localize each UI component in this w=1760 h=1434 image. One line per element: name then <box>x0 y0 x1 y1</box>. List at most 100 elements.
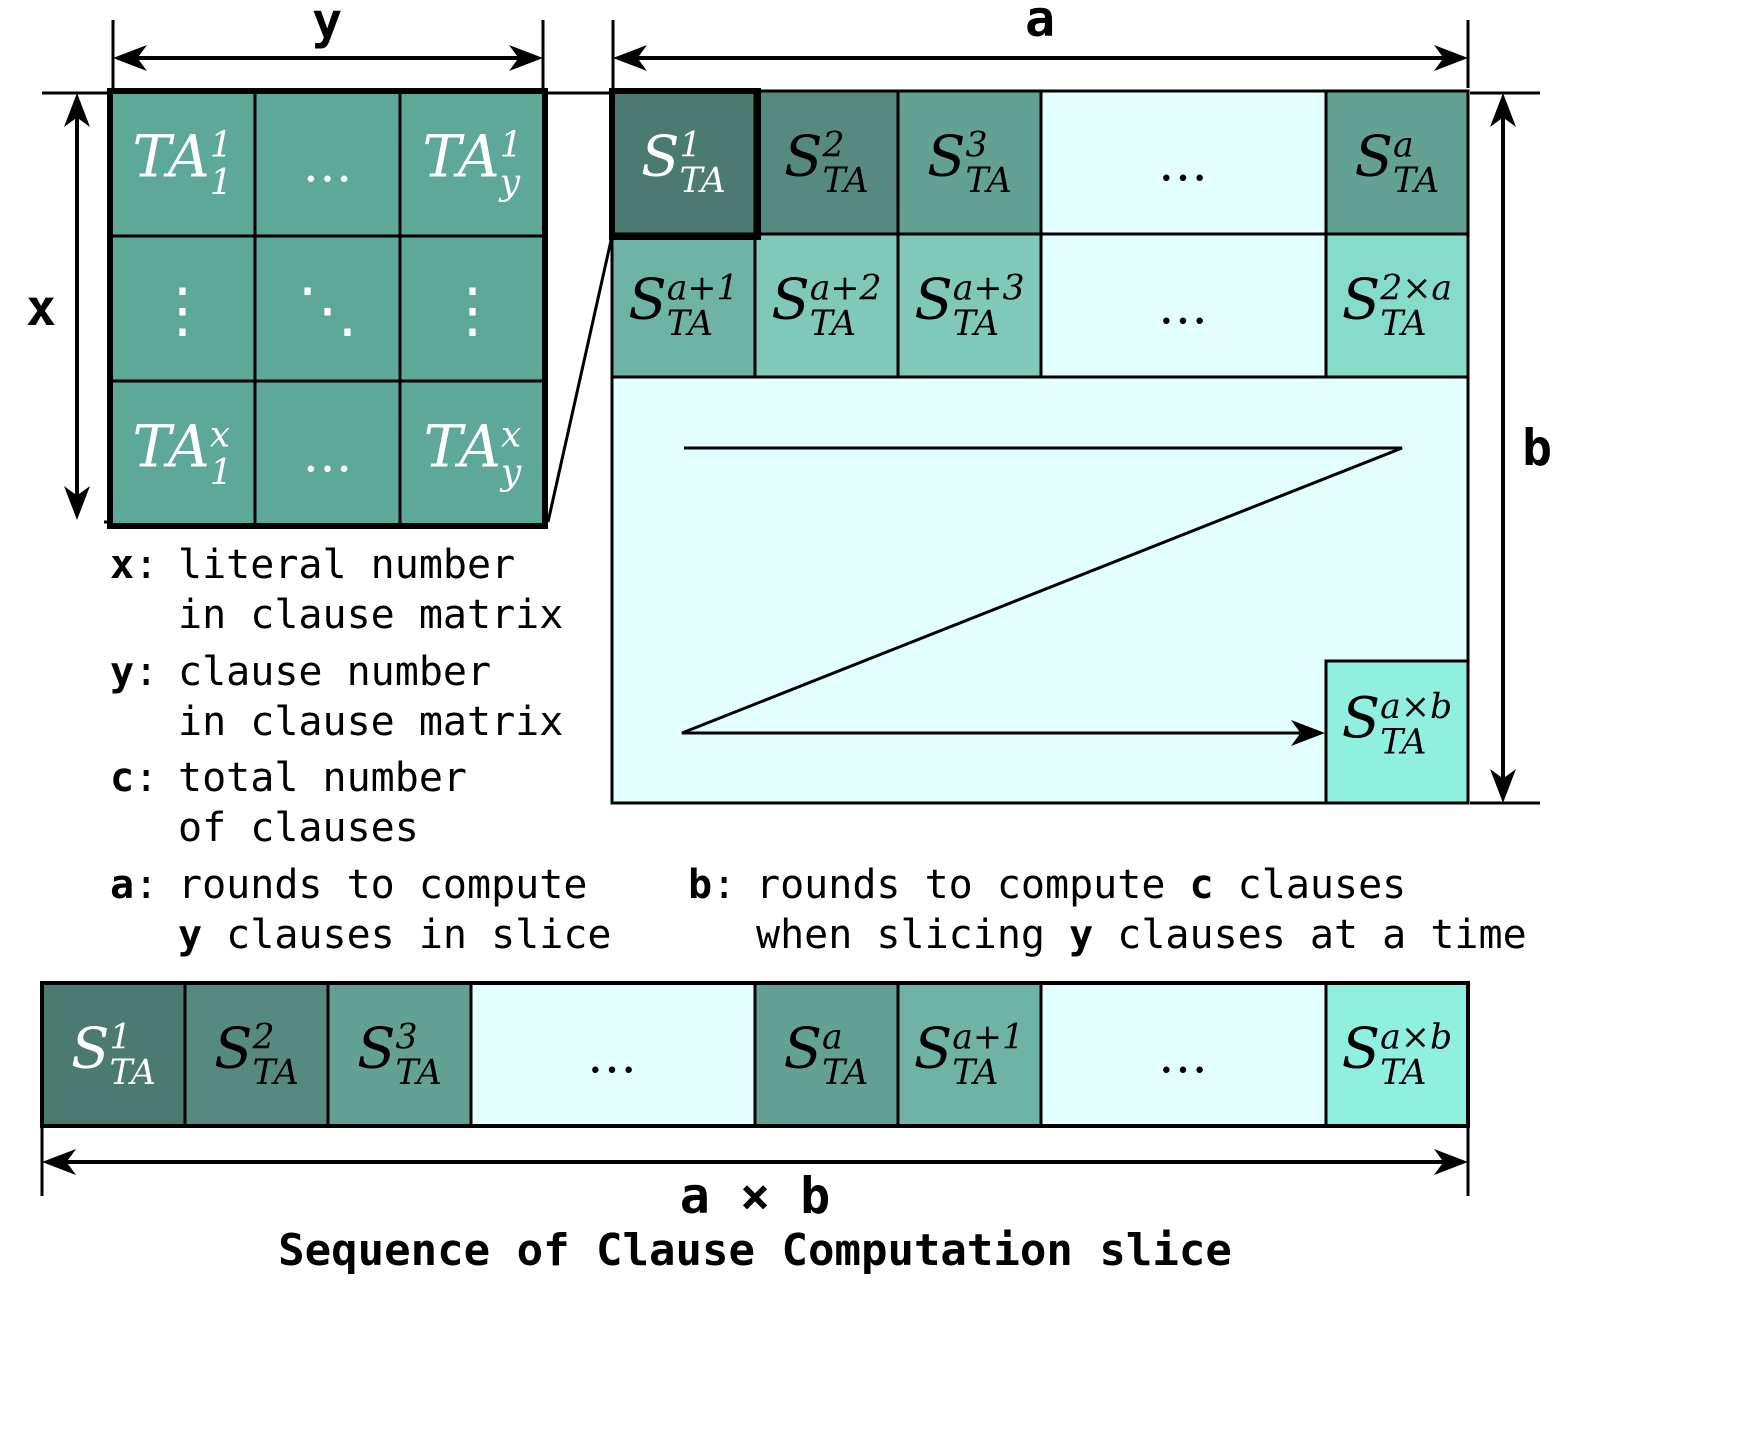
slice-cell-r1-dots <box>1039 89 1328 236</box>
slice-cell-r1-2 <box>896 89 1043 236</box>
seq-s-ab-sub: TA <box>1380 1053 1426 1093</box>
seq-s-a1-sub: TA <box>952 1053 998 1093</box>
legend-key-letter: y <box>110 649 134 695</box>
matrix-dots-diag: ⋱ <box>298 276 358 346</box>
ta-1-1-base: TA <box>132 122 209 190</box>
seq-s-ab-base: S <box>1342 1016 1380 1081</box>
matrix-dots-top: … <box>303 136 353 194</box>
ta-1-1-sup: 1 <box>210 125 233 166</box>
b-dimension-arrow-head-up <box>1490 93 1516 127</box>
legend-b-line-1-part-1: y <box>1069 912 1093 958</box>
seq-s-3-sup: 3 <box>396 1017 418 1057</box>
s-a3-sub: TA <box>953 304 999 344</box>
s-a-sub: TA <box>1393 161 1439 201</box>
s-a2-base: S <box>771 267 809 332</box>
legend-a-line-0-part-0: rounds to compute <box>178 862 587 908</box>
legend-a-line-1-part-1: clauses in slice <box>202 912 611 958</box>
s-2-sub: TA <box>823 161 869 201</box>
s-ab-sub: TA <box>1380 723 1426 763</box>
a-dimension-arrow <box>613 45 1468 71</box>
seq-cell-a <box>753 981 900 1128</box>
s-1-base: S <box>641 124 679 189</box>
s-2-base: S <box>784 124 822 189</box>
legend-key-y: y: <box>110 649 158 695</box>
seq-s-a1-sup: a+1 <box>952 1017 1024 1057</box>
legend-c-line-1: of clauses <box>178 805 419 851</box>
a-dimension-arrow-head-left <box>613 45 647 71</box>
ab-dimension-arrow <box>42 1149 1468 1175</box>
s-3-sup: 3 <box>966 125 988 165</box>
legend-key-sep: : <box>134 862 158 908</box>
legend-key-sep: : <box>712 862 736 908</box>
slice-cell-r2-2a <box>1324 232 1470 379</box>
legend-x-line-0-part-0: literal number <box>178 542 515 588</box>
legend-b-line-0-part-1: c <box>1189 862 1213 908</box>
s-a1-sub: TA <box>667 304 713 344</box>
legend-a-line-0: rounds to compute <box>178 862 587 908</box>
figure-caption: Sequence of Clause Computation slice <box>278 1225 1232 1276</box>
legend-b-line-1: when slicing y clauses at a time <box>756 912 1527 958</box>
y-dimension-arrow-head-right <box>509 45 543 71</box>
seq-s-2-base: S <box>214 1016 252 1081</box>
ta-1-y-base: TA <box>422 122 499 190</box>
clause-matrix-cell-1-2 <box>398 234 547 383</box>
legend-b-line-0-part-0: rounds to compute <box>756 862 1189 908</box>
legend-c-line-0: total number <box>178 755 467 801</box>
s-2-sup: 2 <box>822 125 845 165</box>
legend-key-sep: : <box>134 649 158 695</box>
y-dimension-arrow-head-left <box>113 45 147 71</box>
legend-b-line-1-part-0: when slicing <box>756 912 1069 958</box>
clause-matrix-cell-0-1 <box>253 89 402 238</box>
b-dimension-arrow <box>1490 93 1516 803</box>
x-dimension-arrow <box>64 93 90 520</box>
seq-s-1-sub: TA <box>110 1053 156 1093</box>
seq-s-3-sub: TA <box>396 1053 442 1093</box>
seq-s-a-sup: a <box>822 1017 843 1057</box>
seq-s-1-sup: 1 <box>110 1017 132 1057</box>
legend-c-line-1-part-0: of clauses <box>178 805 419 851</box>
ta-x-1-base: TA <box>132 412 209 480</box>
legend-x-line-0: literal number <box>178 542 515 588</box>
ab-dimension-arrow-head-right <box>1434 1149 1468 1175</box>
legend-y-line-0-part-0: clause number <box>178 649 491 695</box>
ta-x-y-sup: x <box>501 415 521 456</box>
slice-cell-r2-1 <box>753 232 900 379</box>
ta-x-1-sub: 1 <box>210 452 233 493</box>
legend-x-line-1-part-0: in clause matrix <box>178 592 563 638</box>
seq-border <box>40 981 1470 1128</box>
legend-key-letter: c <box>110 755 134 801</box>
legend-c-line-0-part-0: total number <box>178 755 467 801</box>
ab-dimension-label: a × b <box>680 1167 831 1225</box>
s-ab-sup: a×b <box>1380 687 1452 727</box>
legend-y-line-1-part-0: in clause matrix <box>178 699 563 745</box>
seq-cell-1 <box>40 981 187 1128</box>
s-a3-base: S <box>914 267 952 332</box>
ab-dimension-arrow-head-left <box>42 1149 76 1175</box>
legend-key-b: b: <box>688 862 736 908</box>
slice-cell-highlight <box>609 88 761 240</box>
legend-a-line-1-part-0: y <box>178 912 202 958</box>
